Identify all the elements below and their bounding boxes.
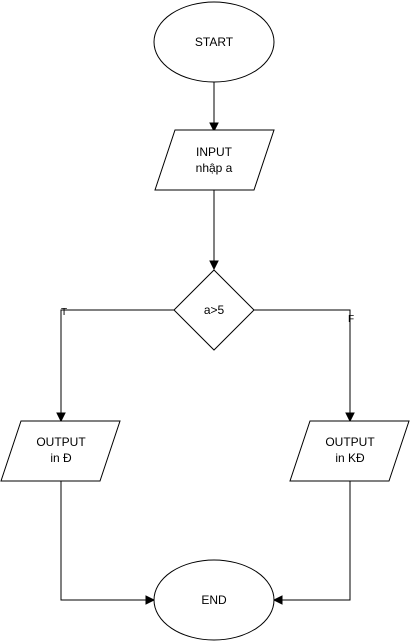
- end-ellipse: [153, 559, 275, 641]
- output-true-parallelogram: [0, 420, 121, 482]
- output-false-label-line1: OUTPUT: [325, 435, 375, 449]
- decision-label: a>5: [204, 303, 225, 317]
- input-node: INPUT nhập a: [154, 129, 275, 191]
- arrowhead: [209, 260, 219, 271]
- false-branch-label: F: [348, 314, 354, 325]
- edge-output-true-to-end: [60, 481, 156, 605]
- start-label: START: [195, 35, 234, 49]
- arrowhead: [145, 595, 156, 605]
- edge-false-branch: F: [254, 309, 355, 423]
- arrowhead: [345, 412, 355, 423]
- output-true-node: OUTPUT in Đ: [0, 420, 121, 482]
- arrowhead: [209, 122, 219, 133]
- input-label-line2: nhập a: [196, 161, 233, 175]
- end-label: END: [201, 593, 227, 607]
- edge-input-to-decision: [209, 190, 219, 271]
- output-true-label-line1: OUTPUT: [36, 435, 86, 449]
- output-false-node: OUTPUT in KĐ: [289, 420, 410, 482]
- output-false-parallelogram: [289, 420, 410, 482]
- edge-start-to-input: [209, 82, 219, 133]
- decision-diamond: [173, 269, 255, 351]
- edge-output-false-to-end: [272, 481, 351, 605]
- output-false-label-line2: in KĐ: [335, 451, 365, 465]
- output-true-label-line2: in Đ: [50, 451, 72, 465]
- input-parallelogram: [154, 129, 275, 191]
- input-label-line1: INPUT: [196, 145, 233, 159]
- end-node: END: [153, 559, 275, 641]
- start-node: START: [153, 1, 275, 83]
- edge-true-branch: T: [56, 307, 174, 423]
- decision-node: a>5: [173, 269, 255, 351]
- true-branch-label: T: [61, 307, 67, 318]
- arrowhead: [272, 595, 283, 605]
- arrowhead: [56, 412, 66, 423]
